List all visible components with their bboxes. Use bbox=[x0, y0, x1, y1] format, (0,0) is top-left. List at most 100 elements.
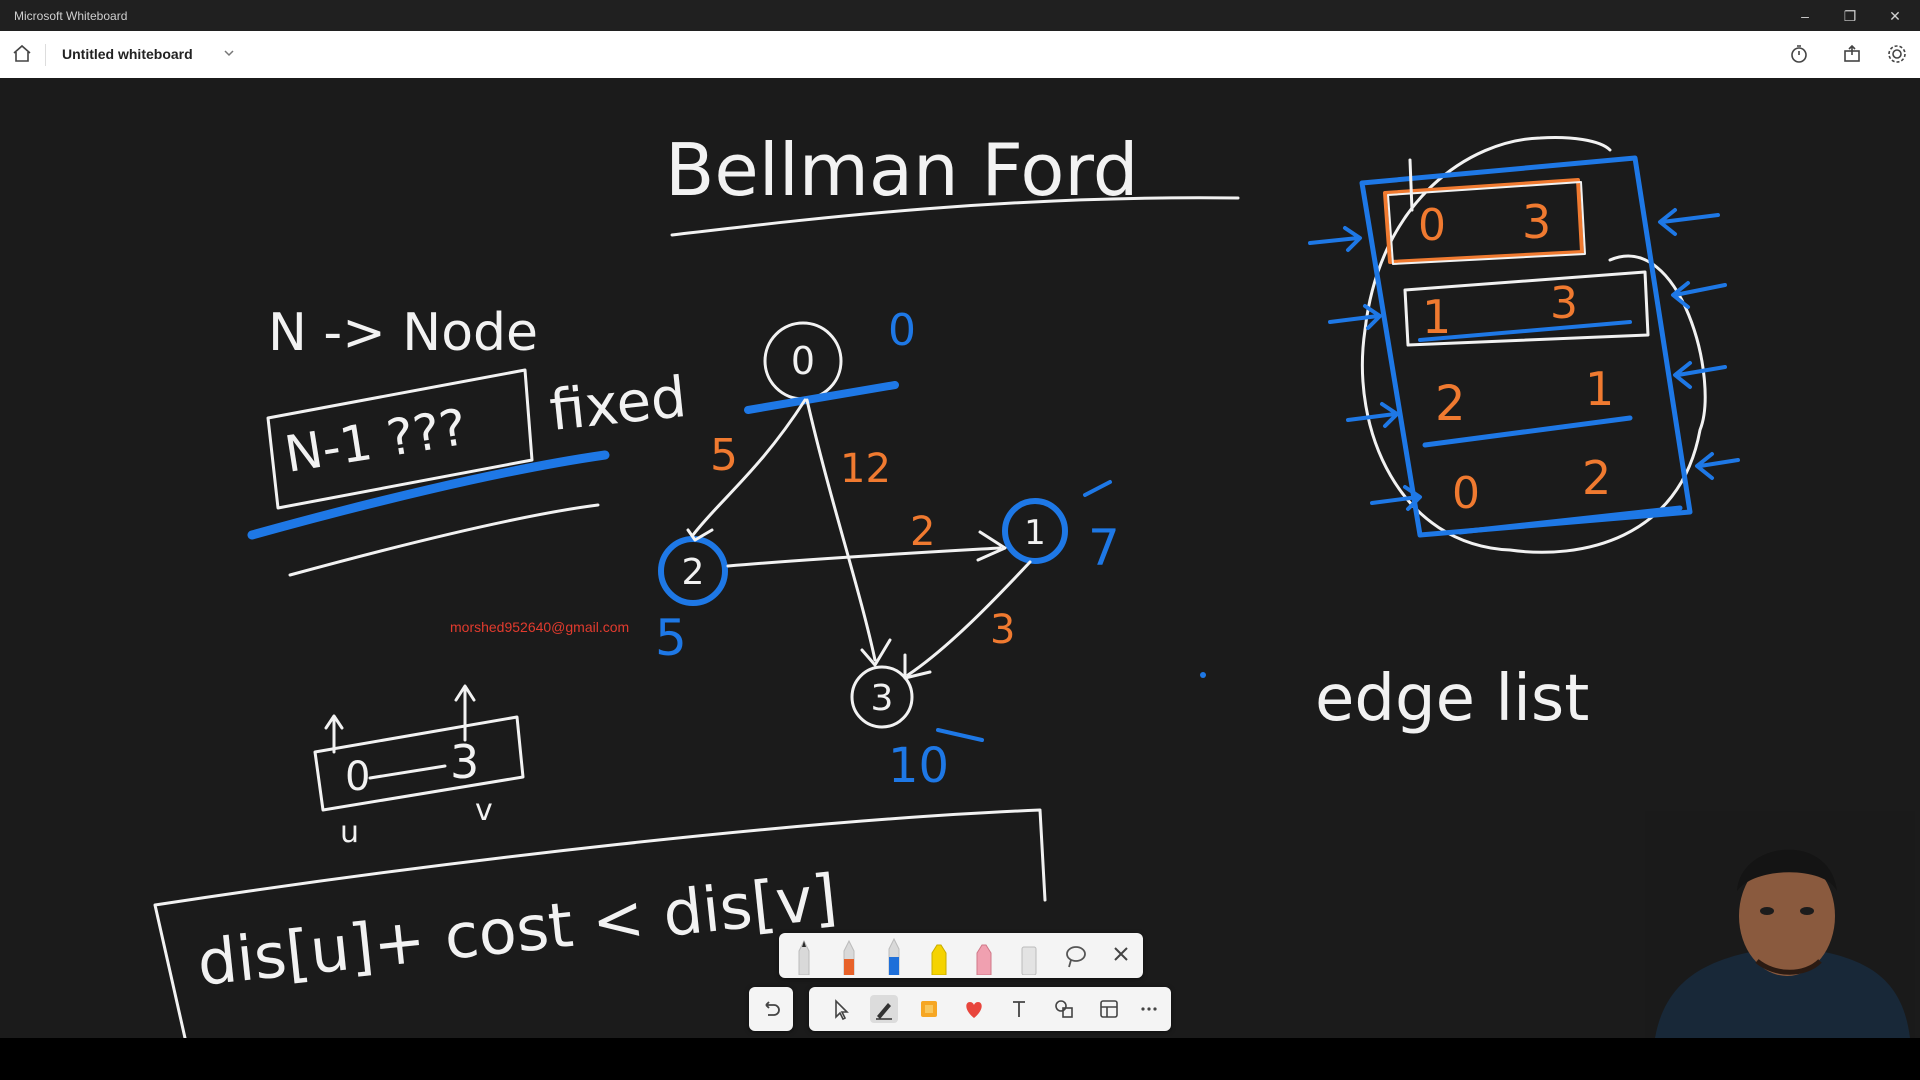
select-pointer-icon[interactable] bbox=[827, 995, 855, 1023]
graph-node-1-circle bbox=[1002, 498, 1068, 564]
row-3-blue-underline bbox=[1422, 415, 1633, 448]
arrow-right-icon bbox=[1370, 485, 1422, 511]
graph-dist-1: 7 bbox=[1088, 519, 1120, 577]
more-options-icon[interactable] bbox=[1135, 995, 1163, 1023]
blue-pen-icon[interactable] bbox=[879, 937, 909, 975]
minimize-button[interactable]: – bbox=[1801, 8, 1809, 24]
edge-weight-0-3: 12 bbox=[840, 446, 891, 492]
edge-example-v-label: v bbox=[475, 793, 493, 828]
pointer-stroke bbox=[1408, 158, 1414, 212]
app-toolbar: Untitled whiteboard bbox=[0, 31, 1920, 79]
shapes-icon[interactable] bbox=[1050, 995, 1078, 1023]
edge-row-2-box bbox=[1403, 270, 1650, 347]
arrow-up-icon bbox=[454, 684, 476, 742]
blue-dot bbox=[1200, 672, 1206, 678]
yellow-highlighter-icon[interactable] bbox=[924, 937, 954, 975]
graph-node-3-circle bbox=[850, 665, 914, 729]
edge-row-1-orange-box bbox=[1383, 178, 1584, 264]
edge-row-2-v: 3 bbox=[1550, 278, 1578, 329]
timer-icon[interactable] bbox=[1786, 41, 1812, 67]
graph-node-2-label: 2 bbox=[682, 552, 705, 593]
dist-3-old-mark bbox=[936, 728, 984, 742]
title-bar: Microsoft Whiteboard – ❐ ✕ bbox=[0, 0, 1920, 31]
edge-list-ellipse bbox=[1360, 136, 1707, 554]
edge-row-3-u: 2 bbox=[1435, 376, 1466, 432]
note-underline bbox=[288, 503, 600, 577]
edge-example-frame bbox=[313, 715, 525, 812]
edge-example-u-value: 0 bbox=[345, 754, 370, 800]
edge-weight-1-3: 3 bbox=[990, 607, 1015, 653]
edge-row-1-u: 0 bbox=[1418, 200, 1446, 251]
row-2-blue-underline bbox=[1418, 320, 1632, 342]
whiteboard-canvas[interactable]: Bellman Ford N -> Node N-1 ??? fixed 0 1… bbox=[0, 78, 1920, 1038]
graph-dist-2: 5 bbox=[655, 609, 687, 667]
edge-0-2 bbox=[691, 398, 807, 537]
creation-toolbar bbox=[809, 987, 1171, 1031]
fixed-label-text: fixed bbox=[547, 365, 690, 444]
undo-icon bbox=[765, 1001, 780, 1016]
close-icon[interactable] bbox=[1109, 942, 1133, 966]
arrow-up-icon bbox=[324, 714, 344, 754]
row-4-blue-underline bbox=[1457, 505, 1683, 535]
edge-row-1-white-box bbox=[1387, 181, 1586, 265]
app-title: Microsoft Whiteboard bbox=[14, 9, 128, 23]
templates-icon[interactable] bbox=[1095, 995, 1123, 1023]
arrow-left-icon bbox=[1658, 208, 1720, 236]
heading-text: Bellman Ford bbox=[665, 128, 1138, 212]
arrowhead bbox=[976, 530, 1007, 562]
board-title[interactable]: Untitled whiteboard bbox=[62, 46, 193, 62]
edge-row-3-v: 1 bbox=[1585, 362, 1614, 416]
dist-1-old-mark bbox=[1083, 480, 1112, 497]
text-tool-icon[interactable] bbox=[1005, 995, 1033, 1023]
graph-node-0-label: 0 bbox=[791, 339, 815, 383]
arrowhead bbox=[903, 653, 932, 680]
edge-row-4-v: 2 bbox=[1582, 451, 1611, 505]
lasso-icon[interactable] bbox=[1061, 937, 1091, 975]
presenter-avatar bbox=[1645, 811, 1915, 1038]
edge-list-blue-frame bbox=[1359, 155, 1693, 538]
orange-pen-icon[interactable] bbox=[834, 937, 864, 975]
settings-gear-icon[interactable] bbox=[1884, 41, 1910, 67]
blue-highlight-stroke bbox=[247, 450, 610, 540]
ink-layer: Bellman Ford N -> Node N-1 ??? fixed 0 1… bbox=[153, 128, 1740, 1038]
edge-0-3 bbox=[805, 398, 877, 662]
heading-underline bbox=[670, 196, 1240, 237]
arrowhead bbox=[686, 528, 714, 542]
node-0-blue-underline bbox=[744, 381, 899, 414]
arrow-left-icon bbox=[1673, 361, 1727, 389]
divider bbox=[45, 44, 46, 66]
formula-text: dis[u]+ cost < dis[v] bbox=[194, 860, 840, 1000]
edge-list-label: edge list bbox=[1315, 662, 1589, 736]
eraser-icon[interactable] bbox=[1014, 937, 1044, 975]
edge-example-line bbox=[368, 764, 447, 780]
black-pen-icon[interactable] bbox=[789, 937, 819, 975]
arrow-right-icon bbox=[1308, 226, 1362, 252]
edge-example-u-label: u bbox=[340, 815, 359, 850]
undo-button[interactable] bbox=[749, 987, 793, 1031]
edge-2-1 bbox=[726, 546, 1002, 568]
boxed-note-frame bbox=[266, 368, 534, 510]
close-window-button[interactable]: ✕ bbox=[1889, 8, 1901, 24]
edge-1-3 bbox=[906, 560, 1032, 677]
nodes-note-text: N -> Node bbox=[268, 303, 538, 363]
chevron-down-icon[interactable] bbox=[222, 46, 236, 60]
graph-node-1-label: 1 bbox=[1024, 513, 1046, 553]
restore-button[interactable]: ❐ bbox=[1843, 8, 1857, 24]
edge-row-4-u: 0 bbox=[1452, 468, 1480, 519]
inking-pen-icon[interactable] bbox=[870, 995, 898, 1023]
sticky-note-icon[interactable] bbox=[915, 995, 943, 1023]
edge-example-v-value: 3 bbox=[450, 735, 479, 789]
pink-highlighter-icon[interactable] bbox=[969, 937, 999, 975]
pen-tray bbox=[779, 933, 1143, 978]
home-icon[interactable] bbox=[9, 41, 35, 67]
arrow-right-icon bbox=[1346, 402, 1399, 428]
reaction-heart-icon[interactable] bbox=[960, 995, 988, 1023]
graph-node-3-label: 3 bbox=[871, 678, 894, 719]
edge-weight-2-1: 2 bbox=[910, 509, 935, 555]
bottom-letterbox bbox=[0, 1038, 1920, 1080]
arrowhead bbox=[860, 638, 892, 667]
graph-dist-0: 0 bbox=[888, 305, 916, 356]
edge-row-2-u: 1 bbox=[1422, 290, 1451, 344]
share-icon[interactable] bbox=[1839, 41, 1865, 67]
arrow-right-icon bbox=[1328, 304, 1382, 330]
